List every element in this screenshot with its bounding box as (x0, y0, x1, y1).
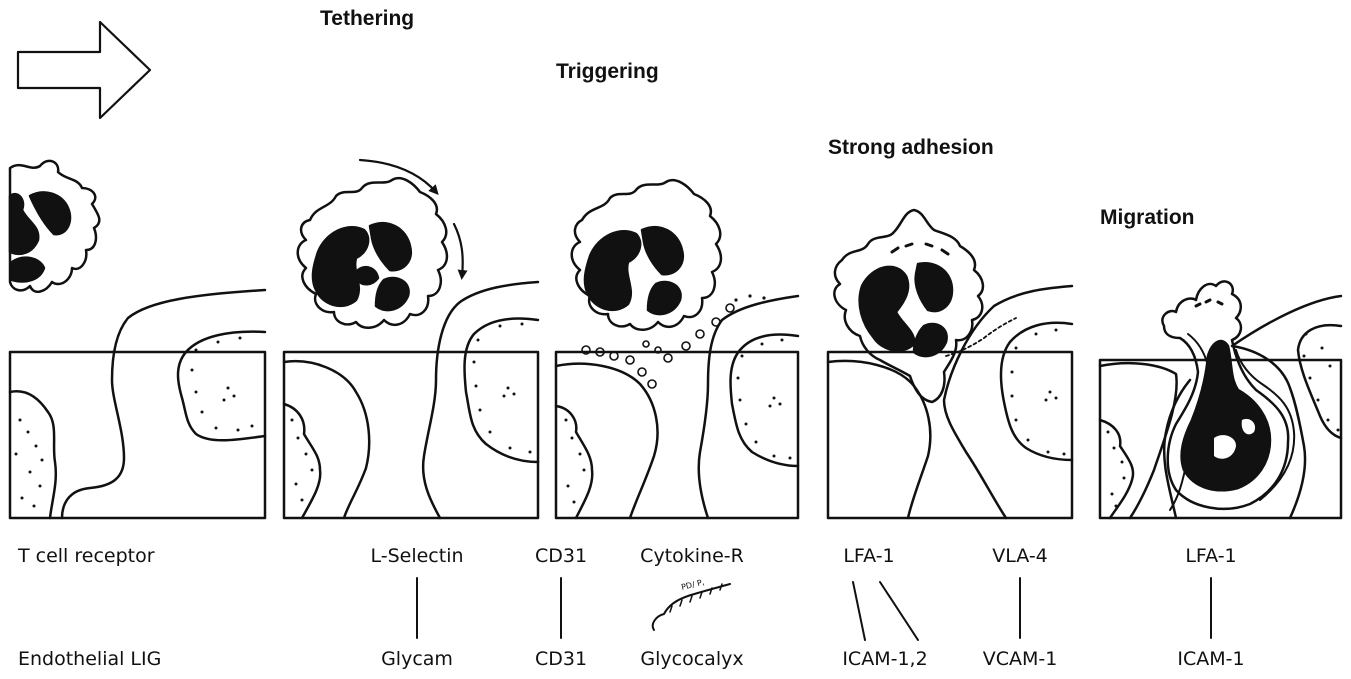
stage-label-migration: Migration (1100, 206, 1195, 230)
ligand-label: Glycocalyx (640, 648, 743, 670)
ligand-label: VCAM-1 (983, 648, 1058, 670)
cytokine-glycocalyx-inset: PD/ P, (653, 578, 730, 630)
panel-4-leukocyte (834, 210, 1016, 402)
panel-5-leukocyte (1162, 281, 1294, 510)
receptor-label: CD31 (535, 545, 587, 567)
panel-3-leukocyte (572, 180, 721, 330)
inset-label: PD/ P, (680, 578, 705, 592)
connector-lfa1-icam-b (880, 582, 918, 640)
stage-label-tethering: Tethering (320, 7, 414, 31)
panel-1-leukocyte (10, 161, 99, 292)
ligand-label: Glycam (381, 648, 453, 670)
receptor-label: LFA-1 (843, 545, 894, 567)
receptor-label: VLA-4 (992, 545, 1048, 567)
panel-1-endothelium (10, 290, 265, 518)
row-label-ligand: Endothelial LIG (18, 648, 161, 670)
receptor-label: LFA-1 (1185, 545, 1236, 567)
ligand-label: CD31 (535, 648, 587, 670)
ligand-label: ICAM-1 (1177, 648, 1244, 670)
stage-label-triggering: Triggering (556, 60, 659, 84)
receptor-label: L-Selectin (370, 545, 463, 567)
ligand-label: ICAM-1,2 (842, 648, 927, 670)
panel-3-endothelium (556, 294, 798, 518)
direction-arrow-icon (18, 22, 150, 118)
panel-1-nucleus-dots (15, 337, 254, 508)
receptor-label: Cytokine-R (640, 545, 744, 567)
rolling-arrow-2-icon (454, 224, 463, 276)
panel-2-leukocyte (298, 160, 463, 328)
row-label-receptor: T cell receptor (18, 545, 155, 567)
panel-2-endothelium (284, 282, 538, 518)
stage-label-strong-adhesion: Strong adhesion (828, 136, 994, 160)
connector-lfa1-icam-a (853, 582, 865, 640)
rolling-arrow-1-icon (360, 160, 436, 192)
